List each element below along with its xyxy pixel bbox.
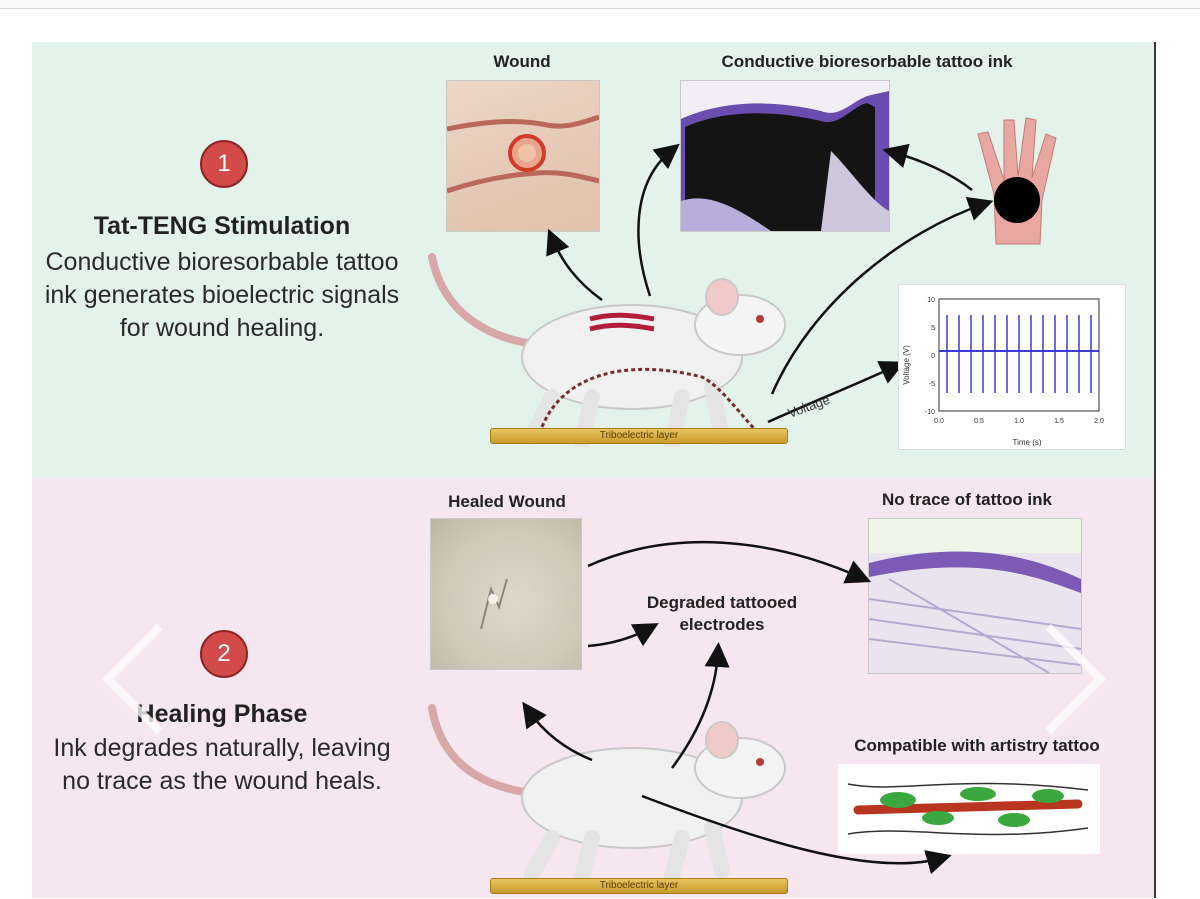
y-tick-label: 0 (931, 353, 935, 360)
arrows-bottom (522, 540, 952, 875)
wound-photo-drawing (446, 114, 600, 194)
healed-wound-drawing (480, 578, 508, 630)
chart-ylabel: Voltage (V) (902, 345, 911, 385)
figure: 1 Tat-TENG Stimulation Conductive biores… (32, 42, 1156, 898)
no-trace-histology-image (868, 518, 1082, 674)
panel-stimulation: 1 Tat-TENG Stimulation Conductive biores… (32, 42, 1154, 478)
step-2-description: Ink degrades naturally, leaving no trace… (53, 734, 391, 795)
wound-photo (446, 80, 600, 232)
rat-illustration-top (428, 253, 786, 447)
step-1-description: Conductive bioresorbable tattoo ink gene… (44, 248, 400, 342)
y-tick-label: -5 (929, 381, 935, 388)
y-tick-label: -10 (925, 409, 935, 416)
x-tick-label: 1.0 (1014, 418, 1024, 425)
x-tick-label: 1.5 (1054, 418, 1064, 425)
voltage-arrow-label: Voltage (786, 392, 832, 421)
arrows-top: Voltage (546, 143, 994, 424)
compatible-tattoo-label: Compatible with artistry tattoo (854, 736, 1100, 755)
histology-clean-drawing (869, 519, 1081, 673)
wound-label: Wound (493, 52, 551, 71)
step-1-badge: 1 (200, 140, 248, 188)
x-tick-label: 2.0 (1094, 418, 1104, 425)
artistry-tattoo-drawing (847, 782, 1089, 836)
healed-wound-photo (430, 518, 582, 670)
no-trace-label: No trace of tattoo ink (881, 490, 1052, 509)
degraded-electrodes-label: Degraded tattooed electrodes (646, 593, 798, 634)
triboelectric-layer-top: Triboelectric layer (490, 428, 788, 444)
panel-healing: 2 Healing Phase Ink degrades naturally, … (32, 478, 1154, 898)
tattoo-dot-icon (994, 177, 1040, 223)
ink-histology-image (680, 80, 890, 232)
conductive-ink-label: Conductive bioresorbable tattoo ink (721, 52, 1013, 71)
chart-xlabel: Time (s) (1012, 438, 1041, 447)
step-1-title: Tat-TENG Stimulation (93, 212, 351, 240)
step-2-title: Healing Phase (136, 700, 308, 728)
x-tick-label: 0.5 (974, 418, 984, 425)
browser-top-bar (0, 0, 1200, 9)
triboelectric-layer-bottom: Triboelectric layer (490, 878, 788, 894)
voltage-chart: Voltage (V) Time (s) 10 5 0 -5 -10 0.0 0.5 1.0… (898, 284, 1126, 450)
x-tick-label: 0.0 (934, 418, 944, 425)
hand-tattoo-illustration (977, 117, 1057, 245)
rat-illustration-bottom (428, 704, 786, 878)
step-2-badge: 2 (200, 630, 248, 678)
healed-wound-label: Healed Wound (448, 492, 566, 511)
y-tick-label: 5 (931, 325, 935, 332)
artistry-tattoo-image (838, 764, 1100, 854)
y-tick-label: 10 (927, 297, 935, 304)
voltage-spikes (946, 315, 1092, 393)
voltage-chart-svg: Voltage (V) Time (s) 10 5 0 -5 -10 0.0 0.5 1.0… (902, 297, 1104, 447)
histology-drawing (681, 91, 889, 231)
